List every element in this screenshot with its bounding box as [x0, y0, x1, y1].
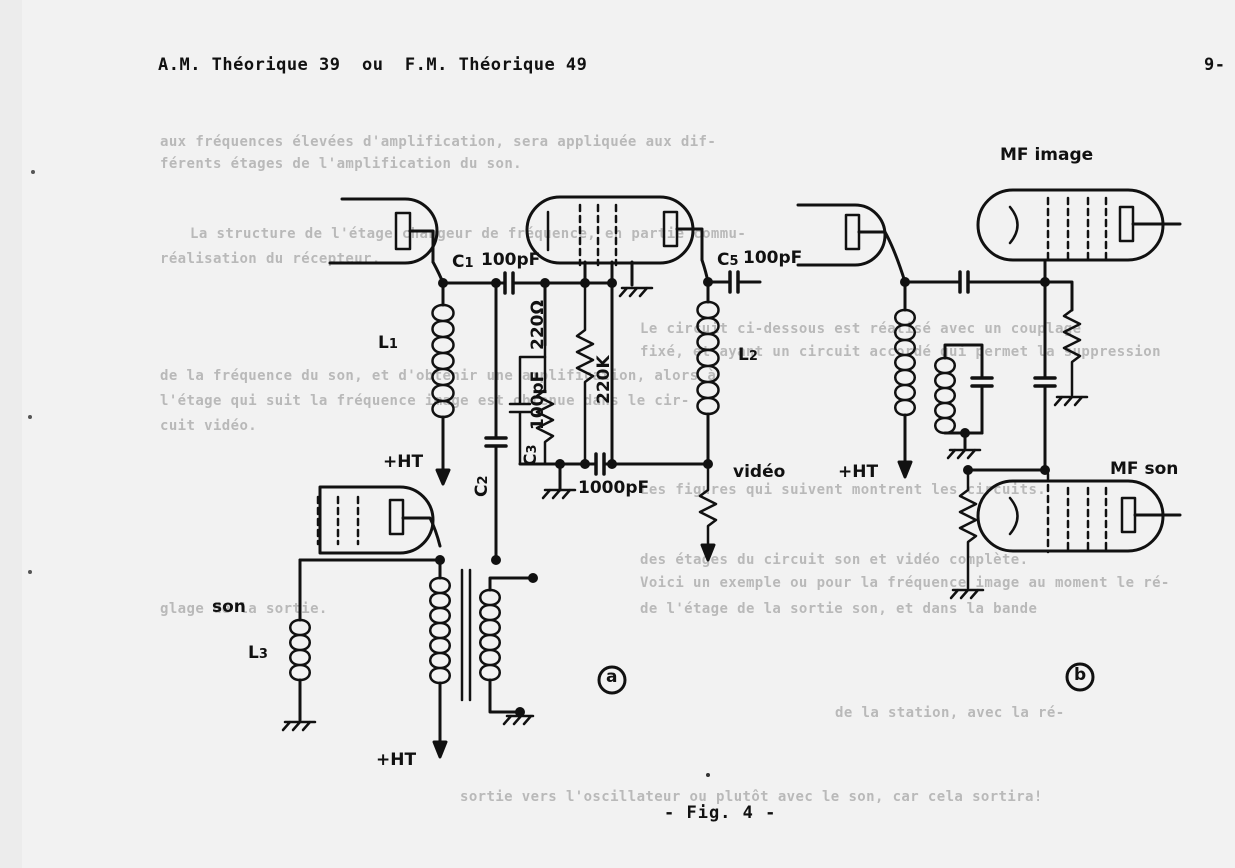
margin-speck	[706, 773, 710, 777]
label-c5-value: 100pF	[743, 248, 803, 268]
label-l3: L3	[248, 643, 268, 663]
marker-circle-b	[1065, 662, 1095, 692]
junction-dot	[435, 555, 445, 565]
label-ht-1: +HT	[383, 452, 424, 472]
tube-sound	[316, 485, 442, 555]
background-line: de l'étage de la sortie son, et dans la …	[640, 601, 1038, 617]
coil-l3	[281, 558, 317, 732]
label-c-100pf: 100pF	[528, 370, 548, 430]
capacitor-100pf-vert	[508, 343, 547, 466]
margin-speck	[28, 415, 32, 419]
label-c2: C2	[472, 475, 492, 497]
wire-sound-plate	[298, 558, 442, 580]
arrow-video-out	[700, 543, 716, 562]
label-video: vidéo	[733, 462, 786, 482]
background-line: de la station, avec la ré-	[835, 705, 1065, 721]
junction-dot	[580, 459, 590, 469]
marker-b-label: b	[1074, 665, 1087, 685]
label-r-220: 220Ω	[528, 300, 548, 350]
resistor-grid-zigzag	[535, 355, 555, 466]
ground-center	[541, 488, 577, 500]
junction-dot	[607, 459, 617, 469]
label-c1: C1	[452, 252, 474, 272]
label-c3: C3	[521, 444, 541, 466]
label-c-1000pf: 1000pF	[578, 478, 650, 498]
resistor-b-top	[1062, 308, 1082, 397]
junction-dot	[491, 555, 501, 565]
label-c1-value: 100pF	[481, 250, 541, 270]
tube-video	[525, 195, 704, 267]
resistor-video-out	[698, 462, 718, 554]
background-line: sortie vers l'oscillateur ou plutôt avec…	[460, 789, 1043, 805]
transformer-secondary	[479, 573, 538, 726]
ground-b-top	[1053, 395, 1089, 407]
label-l1: L1	[378, 333, 398, 353]
trap-circuit-b	[934, 343, 994, 460]
page-number: 9-	[1204, 55, 1226, 75]
page-sheet	[22, 0, 1235, 868]
marker-a-label: a	[606, 667, 618, 687]
label-r-220k: 220K	[594, 355, 614, 404]
background-line: férents étages de l'amplification du son…	[160, 156, 522, 172]
background-line: glage de la sortie.	[160, 601, 328, 617]
resistor-220k	[575, 281, 595, 466]
label-c5: C5	[717, 250, 739, 270]
coil-l2	[696, 280, 720, 466]
tube-input	[328, 197, 439, 265]
junction-dot	[1040, 465, 1050, 475]
label-ht-2: +HT	[376, 750, 417, 770]
resistor-b-bottom	[958, 468, 978, 590]
label-son: son	[212, 597, 246, 617]
background-line: de la fréquence du son, et d'obtenir une…	[160, 368, 717, 384]
tube-mf-image	[976, 188, 1182, 264]
tube-mf-son	[976, 472, 1182, 554]
background-line: Voici un exemple ou pour la fréquence im…	[640, 575, 1170, 591]
ground-g3	[618, 286, 654, 298]
label-l2: L2	[738, 345, 758, 365]
transformer-primary	[429, 576, 451, 759]
background-line: cuit vidéo.	[160, 418, 258, 434]
page-header-title: A.M. Théorique 39 ou F.M. Théorique 49	[158, 55, 588, 75]
label-mf-son: MF son	[1110, 459, 1179, 479]
coil-b	[894, 280, 916, 479]
tube-b-input	[796, 203, 907, 284]
ground-b-bottom	[949, 588, 985, 600]
coil-l1	[431, 281, 455, 486]
label-ht-b: +HT	[838, 462, 879, 482]
background-line: aux fréquences élevées d'amplification, …	[160, 134, 717, 150]
margin-speck	[28, 570, 32, 574]
margin-speck	[31, 170, 35, 174]
marker-circle-a	[597, 665, 627, 695]
wire-b-mid-down	[966, 384, 1047, 472]
figure-caption: - Fig. 4 -	[664, 803, 777, 823]
label-mf-image: MF image	[1000, 145, 1094, 165]
wire-b-cap-out	[966, 280, 1074, 312]
transformer-core	[460, 568, 472, 702]
